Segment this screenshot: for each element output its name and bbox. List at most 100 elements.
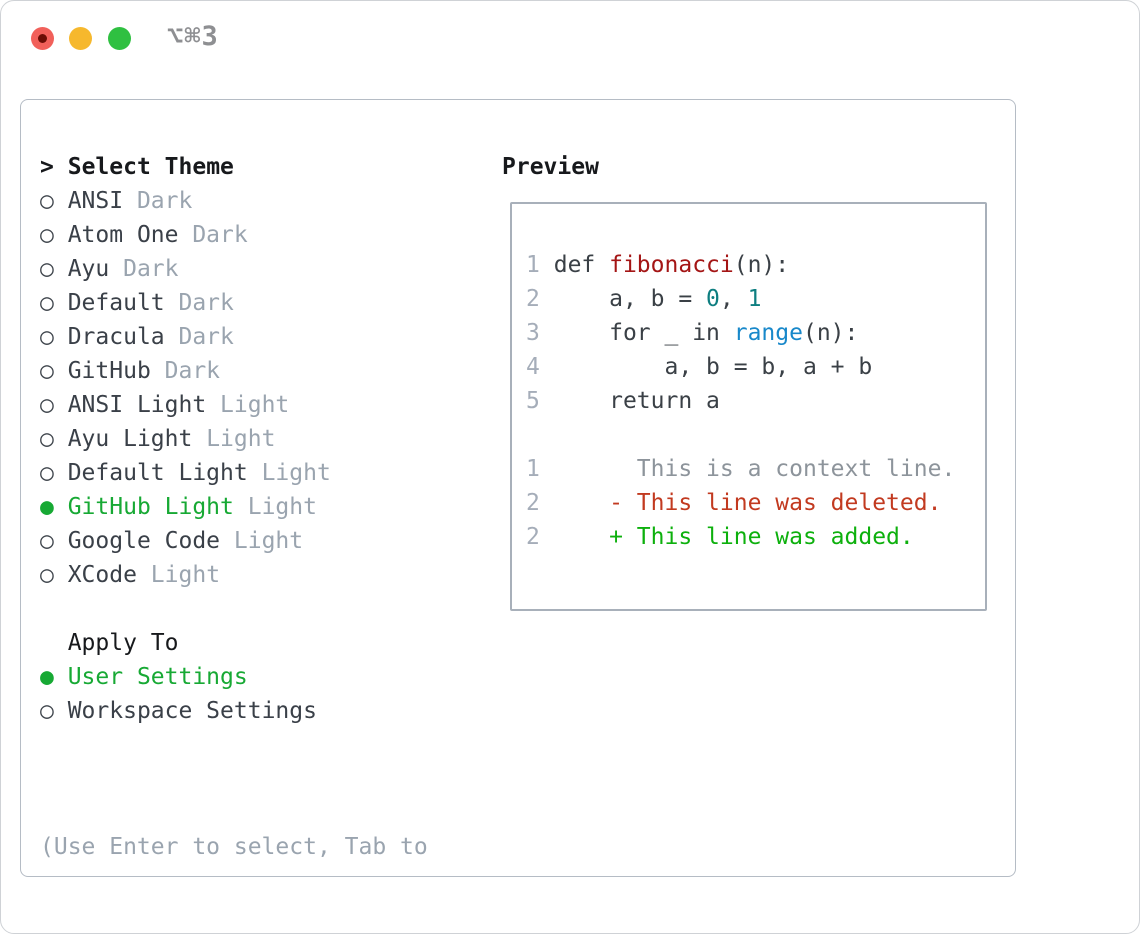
radio-unselected-icon: ○ xyxy=(40,562,54,588)
option-label: Ayu xyxy=(53,256,110,282)
code-token-plain: a, b = b, a + b xyxy=(553,354,873,380)
code-token-func: fibonacci xyxy=(609,252,734,278)
preview-line: 1 This is a context line. xyxy=(526,452,985,486)
radio-selected-icon: ● xyxy=(40,664,54,690)
option-label: Ayu Light xyxy=(53,426,193,452)
theme-option-ayu[interactable]: ○ Ayu Dark xyxy=(40,252,485,286)
theme-list: ○ ANSI Dark○ Atom One Dark○ Ayu Dark○ De… xyxy=(40,184,485,592)
code-token-plain: (n): xyxy=(733,252,790,278)
radio-unselected-icon: ○ xyxy=(40,290,54,316)
code-token-plain: a, b = xyxy=(553,286,707,312)
apply-to-list: ● User Settings○ Workspace Settings xyxy=(40,660,485,728)
preview-header: Preview xyxy=(502,154,599,180)
minimize-button[interactable] xyxy=(69,27,92,50)
option-variant: Light xyxy=(220,528,304,554)
line-number: 5 xyxy=(526,388,540,414)
radio-unselected-icon: ○ xyxy=(40,392,54,418)
apply-option-workspace-settings[interactable]: ○ Workspace Settings xyxy=(40,694,485,728)
preview-line: 5 return a xyxy=(526,384,985,418)
preview-line: 2 - This line was deleted. xyxy=(526,486,985,520)
line-number: 1 xyxy=(526,456,540,482)
code-token-plain: return a xyxy=(553,388,720,414)
theme-option-default-light[interactable]: ○ Default Light Light xyxy=(40,456,485,490)
option-label: XCode xyxy=(53,562,137,588)
code-token-deleted: - This line was deleted. xyxy=(553,490,942,516)
window-title: ⌥⌘3 xyxy=(167,21,219,52)
radio-unselected-icon: ○ xyxy=(40,426,54,452)
radio-unselected-icon: ○ xyxy=(40,324,54,350)
theme-option-ansi-light[interactable]: ○ ANSI Light Light xyxy=(40,388,485,422)
line-number: 4 xyxy=(526,354,540,380)
theme-option-atom-one[interactable]: ○ Atom One Dark xyxy=(40,218,485,252)
theme-option-google-code[interactable]: ○ Google Code Light xyxy=(40,524,485,558)
code-token-plain: def xyxy=(553,252,610,278)
apply-option-user-settings[interactable]: ● User Settings xyxy=(40,660,485,694)
code-token-builtin: range xyxy=(733,320,803,346)
option-variant: Dark xyxy=(164,290,234,316)
option-variant: Light xyxy=(233,494,317,520)
theme-option-dracula[interactable]: ○ Dracula Dark xyxy=(40,320,485,354)
apply-to-header: Apply To xyxy=(67,630,179,656)
theme-list-header: > Select Theme xyxy=(40,150,485,184)
radio-unselected-icon: ○ xyxy=(40,528,54,554)
radio-unselected-icon: ○ xyxy=(40,188,54,214)
option-label: User Settings xyxy=(53,664,248,690)
preview-line: 1 def fibonacci(n): xyxy=(526,248,985,282)
option-variant: Dark xyxy=(150,358,221,384)
code-token-context: This is a context line. xyxy=(553,456,956,482)
spacer xyxy=(40,592,485,626)
option-variant: Light xyxy=(206,392,290,418)
preview-line: 3 for _ in range(n): xyxy=(526,316,985,350)
line-number: 2 xyxy=(526,286,540,312)
code-token-plain: for _ in xyxy=(553,320,734,346)
option-label: Dracula xyxy=(53,324,165,350)
code-token-plain: (n): xyxy=(802,320,859,346)
code-token-num: 1 xyxy=(747,286,762,312)
option-label: Google Code xyxy=(53,528,221,554)
code-token-added: + This line was added. xyxy=(553,524,914,550)
theme-option-ayu-light[interactable]: ○ Ayu Light Light xyxy=(40,422,485,456)
preview-line: 2 + This line was added. xyxy=(526,520,985,554)
line-number: 2 xyxy=(526,524,540,550)
option-label: Workspace Settings xyxy=(53,698,317,724)
line-number: 1 xyxy=(526,252,540,278)
radio-unselected-icon: ○ xyxy=(40,460,54,486)
code-token-plain: , xyxy=(719,286,748,312)
keyboard-hint: (Use Enter to select, Tab to change focu… xyxy=(40,762,485,933)
option-label: GitHub Light xyxy=(53,494,234,520)
option-label: ANSI xyxy=(53,188,124,214)
theme-option-github[interactable]: ○ GitHub Dark xyxy=(40,354,485,388)
line-number: 3 xyxy=(526,320,540,346)
theme-option-xcode[interactable]: ○ XCode Light xyxy=(40,558,485,592)
option-label: GitHub xyxy=(53,358,151,384)
option-variant: Light xyxy=(136,562,221,588)
option-variant: Dark xyxy=(109,256,179,282)
hint-line: (Use Enter to select, Tab to xyxy=(40,834,428,860)
option-label: ANSI Light xyxy=(53,392,207,418)
option-variant: Dark xyxy=(164,324,234,350)
option-label: Default xyxy=(53,290,165,316)
radio-unselected-icon: ○ xyxy=(40,256,54,282)
option-label: Default Light xyxy=(53,460,248,486)
theme-option-ansi[interactable]: ○ ANSI Dark xyxy=(40,184,485,218)
option-variant: Dark xyxy=(178,222,248,248)
radio-selected-icon: ● xyxy=(40,494,54,520)
radio-unselected-icon: ○ xyxy=(40,222,54,248)
close-dot-icon xyxy=(38,34,47,43)
theme-option-default[interactable]: ○ Default Dark xyxy=(40,286,485,320)
maximize-button[interactable] xyxy=(108,27,131,50)
code-token-num: 0 xyxy=(706,286,720,312)
radio-unselected-icon: ○ xyxy=(40,698,54,724)
theme-option-github-light[interactable]: ● GitHub Light Light xyxy=(40,490,485,524)
option-variant: Dark xyxy=(123,188,193,214)
option-label: Atom One xyxy=(53,222,179,248)
close-button[interactable] xyxy=(31,27,54,50)
preview-line: 4 a, b = b, a + b xyxy=(526,350,985,384)
theme-list-title: Select Theme xyxy=(67,154,234,180)
titlebar: ⌥⌘3 xyxy=(1,1,1139,73)
preview-line: 2 a, b = 0, 1 xyxy=(526,282,985,316)
cursor-icon: > xyxy=(40,154,54,180)
